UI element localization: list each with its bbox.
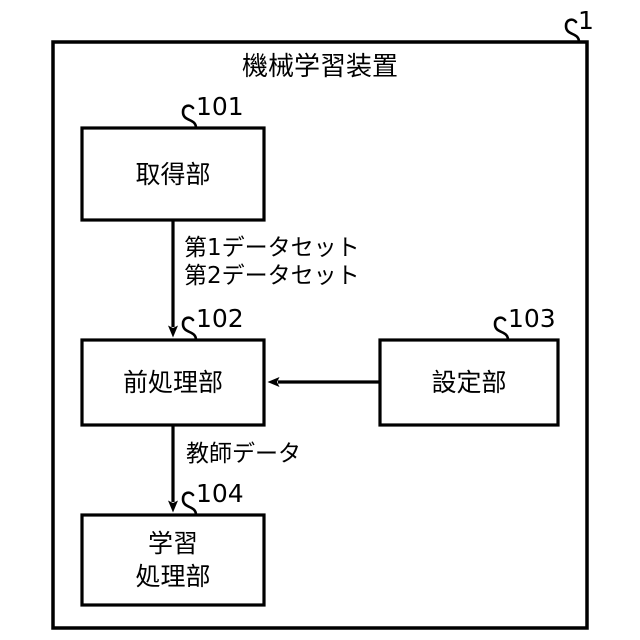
edge-label-dataset-2: 第2データセット [184,263,360,289]
ref-number-1: 1 [578,6,594,35]
ref-number-103: 103 [508,304,556,333]
leader-squiggle-104 [181,491,198,517]
edge-label-teacher-data: 教師データ [186,441,301,467]
ref-number-102: 102 [196,304,244,333]
ref-number-101: 101 [196,92,244,121]
block-acquisition-label: 取得部 [135,160,210,189]
block-learning[interactable] [80,513,266,607]
block-learning-label-line1: 学習 [148,529,198,558]
edge-label-dataset-1: 第1データセット [184,235,360,261]
block-acquisition[interactable] [80,126,266,222]
leader-squiggle-101 [181,104,198,130]
block-preprocessing-label: 前処理部 [123,368,223,397]
page-title: 機械学習装置 [242,52,398,82]
leader-squiggle-103 [493,316,510,342]
leader-squiggle-1 [564,18,581,44]
block-setting-label: 設定部 [431,368,506,397]
leader-squiggle-102 [181,316,198,342]
block-preprocessing[interactable] [80,338,266,427]
ref-number-104: 104 [196,479,244,508]
block-learning-label-line2: 処理部 [135,562,210,591]
